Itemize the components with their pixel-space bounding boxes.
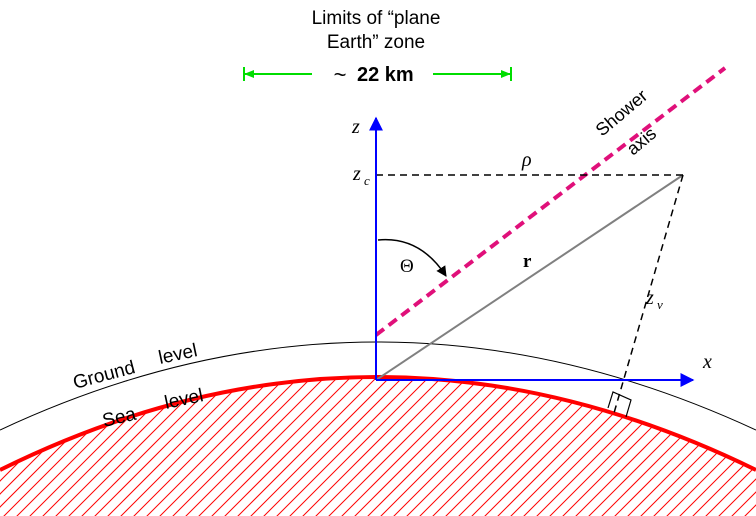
hatch-line xyxy=(25,377,267,516)
hatch-line xyxy=(428,377,670,516)
hatch-line xyxy=(0,377,137,516)
hatch-line xyxy=(129,377,371,516)
hatch-line xyxy=(311,377,553,516)
hatch-line xyxy=(337,377,579,516)
r-vector-label: r xyxy=(523,251,532,272)
hatch-line xyxy=(714,377,756,516)
hatch-line xyxy=(0,377,85,516)
hatch-line xyxy=(558,377,756,516)
hatch-line xyxy=(259,377,501,516)
hatch-line xyxy=(675,377,756,516)
zone-distance-prefix: ~ xyxy=(334,62,347,87)
hatch-line xyxy=(0,377,72,516)
shower-axis-line xyxy=(374,66,727,337)
z-axis-label: z xyxy=(351,116,360,138)
zone-title-line1: Limits of “plane xyxy=(312,8,441,29)
hatch-line xyxy=(298,377,540,516)
hatch-line xyxy=(0,377,111,516)
hatch-line xyxy=(480,377,722,516)
hatch-line xyxy=(701,377,756,516)
ground-level-curve xyxy=(0,341,756,431)
zv-label-main: z xyxy=(645,287,654,309)
x-axis-label: x xyxy=(702,351,712,373)
hatch-line xyxy=(662,377,756,516)
hatch-line xyxy=(610,377,756,516)
hatch-line xyxy=(90,377,332,516)
zone-title-line2: Earth” zone xyxy=(327,32,425,53)
hatch-line xyxy=(0,377,150,516)
hatch-line xyxy=(649,377,756,516)
hatch-line xyxy=(142,377,384,516)
ground-level-label-2: level xyxy=(157,340,200,369)
zv-label: z v xyxy=(645,287,663,312)
theta-label: Θ xyxy=(400,256,414,277)
hatch-line xyxy=(220,377,462,516)
hatch-line xyxy=(233,377,475,516)
hatch-line xyxy=(467,377,709,516)
hatch-line xyxy=(350,377,592,516)
hatch-line xyxy=(0,377,59,516)
zone-marker-left-arrow xyxy=(244,70,254,78)
hatch-line xyxy=(246,377,488,516)
hatch-line xyxy=(0,377,163,516)
hatch-line xyxy=(0,377,20,516)
zv-label-subscript: v xyxy=(657,297,663,312)
sea-level-label-1: Sea xyxy=(100,404,138,432)
hatch-line xyxy=(0,377,98,516)
right-angle-marker xyxy=(607,391,632,418)
hatch-line xyxy=(194,377,436,516)
sea-level-curve xyxy=(0,375,756,472)
hatch-line xyxy=(376,377,618,516)
hatch-line xyxy=(272,377,514,516)
hatch-line xyxy=(103,377,345,516)
hatch-line xyxy=(636,377,756,516)
rho-label: ρ xyxy=(521,149,532,171)
hatch-line xyxy=(116,377,358,516)
hatch-line xyxy=(363,377,605,516)
hatch-line xyxy=(77,377,319,516)
r-vector-line xyxy=(375,174,684,381)
hatch-line xyxy=(688,377,756,516)
theta-arc xyxy=(377,238,447,277)
zv-dashed-line xyxy=(613,174,684,414)
hatch-line xyxy=(0,377,189,516)
hatch-line xyxy=(0,377,33,516)
zone-distance-value: 22 km xyxy=(357,64,414,86)
zc-label-main: z xyxy=(352,163,361,185)
hatch-line xyxy=(155,377,397,516)
hatch-line xyxy=(389,377,631,516)
hatch-line xyxy=(324,377,566,516)
sea-level-label-2: level xyxy=(163,385,206,414)
hatch-line xyxy=(181,377,423,516)
hatch-line xyxy=(207,377,449,516)
zone-marker-right-arrow xyxy=(501,70,511,78)
zc-label-subscript: c xyxy=(364,173,370,188)
hatch-line xyxy=(0,377,46,516)
zc-label: z c xyxy=(352,163,370,188)
hatch-line xyxy=(532,377,756,516)
hatch-line xyxy=(454,377,696,516)
hatch-line xyxy=(493,377,735,516)
hatch-line xyxy=(415,377,657,516)
hatch-line xyxy=(402,377,644,516)
shower-axis-label-2: axis xyxy=(623,123,660,159)
hatch-line xyxy=(168,377,410,516)
hatch-line xyxy=(285,377,527,516)
hatch-line xyxy=(12,377,254,516)
zone-width-marker: ~ 22 km xyxy=(243,62,512,87)
